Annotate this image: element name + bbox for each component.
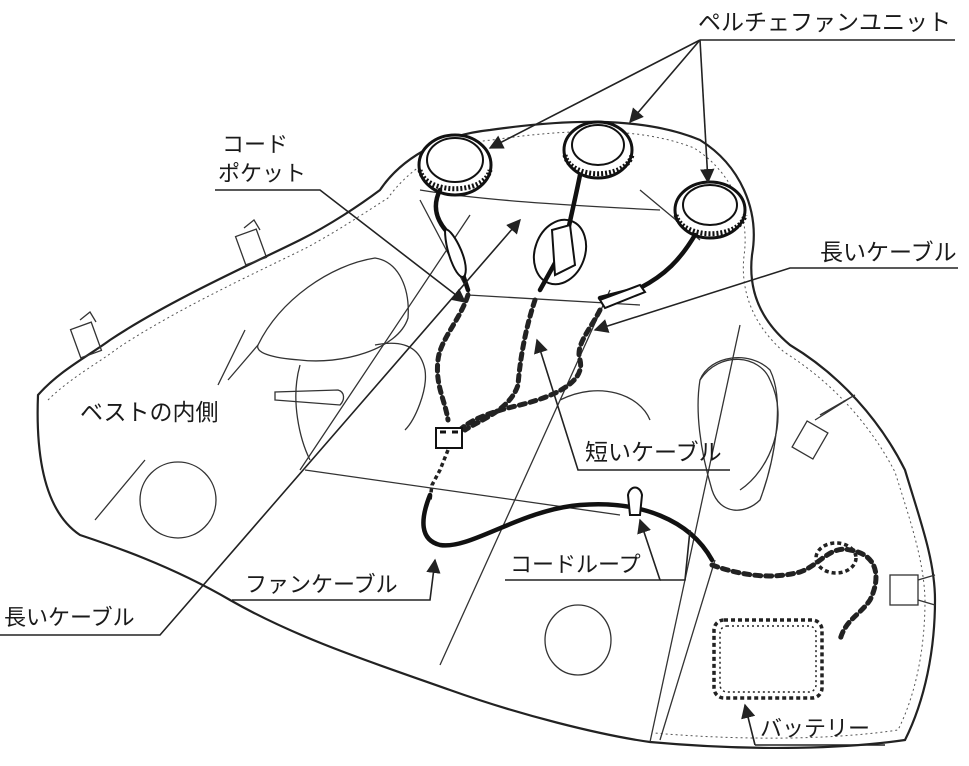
right-armhole	[697, 357, 779, 511]
right-buckle-top	[791, 394, 856, 460]
tab-loop-left	[274, 389, 345, 406]
fan-cable-loop	[421, 492, 715, 563]
label-fan-cable: ファンケーブル	[245, 573, 398, 598]
center-circle-pad	[544, 604, 612, 676]
vest-outline	[36, 120, 937, 750]
fan-connector-left	[443, 228, 467, 278]
fold-line	[295, 364, 311, 461]
fan-connector-right	[598, 283, 647, 310]
label-cord-pocket-line1: コード	[222, 133, 288, 158]
label-cord-loop: コードループ	[510, 553, 641, 578]
dashed-cable-right	[457, 307, 603, 433]
fan-unit-left	[417, 133, 493, 197]
left-circle-pad	[139, 461, 217, 539]
left-buckle-2	[234, 219, 268, 266]
left-armhole	[257, 257, 409, 362]
dashed-cable-battery	[709, 546, 879, 643]
label-long-cable-right: 長いケーブル	[820, 240, 957, 266]
vest-stitching	[47, 131, 926, 739]
label-short-cable: 短いケーブル	[585, 440, 722, 466]
dashed-cable-center	[462, 297, 538, 433]
dashed-cable-left	[434, 292, 471, 423]
dashed-loop	[814, 541, 858, 575]
label-peltier-fan-unit: ペルチェファンユニット	[698, 10, 951, 36]
battery-outline	[712, 618, 824, 700]
vest-panel-lines	[299, 189, 741, 743]
label-vest-inside: ベストの内側	[80, 400, 218, 426]
label-leaders	[0, 39, 958, 746]
cord-loop-tab	[626, 486, 644, 516]
cable-junction-connector	[428, 427, 463, 501]
label-long-cable-left: 長いケーブル	[4, 606, 135, 631]
fan-connector-center	[550, 223, 577, 277]
fold-line	[374, 342, 427, 431]
fan-unit-center	[562, 120, 635, 180]
cord-pocket-oval	[532, 218, 588, 286]
label-cord-pocket-line2: ポケット	[218, 162, 306, 187]
label-battery: バッテリー	[760, 717, 870, 742]
left-buckle-1	[69, 311, 103, 359]
right-buckle-bottom	[889, 574, 936, 606]
fan-unit-right	[673, 180, 748, 240]
slash-marks	[94, 329, 259, 521]
